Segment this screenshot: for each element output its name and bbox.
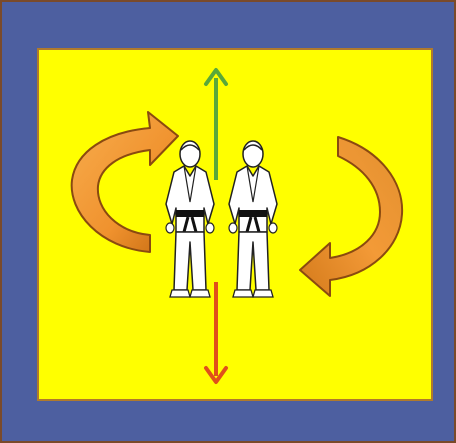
diagram-canvas [0,0,456,443]
